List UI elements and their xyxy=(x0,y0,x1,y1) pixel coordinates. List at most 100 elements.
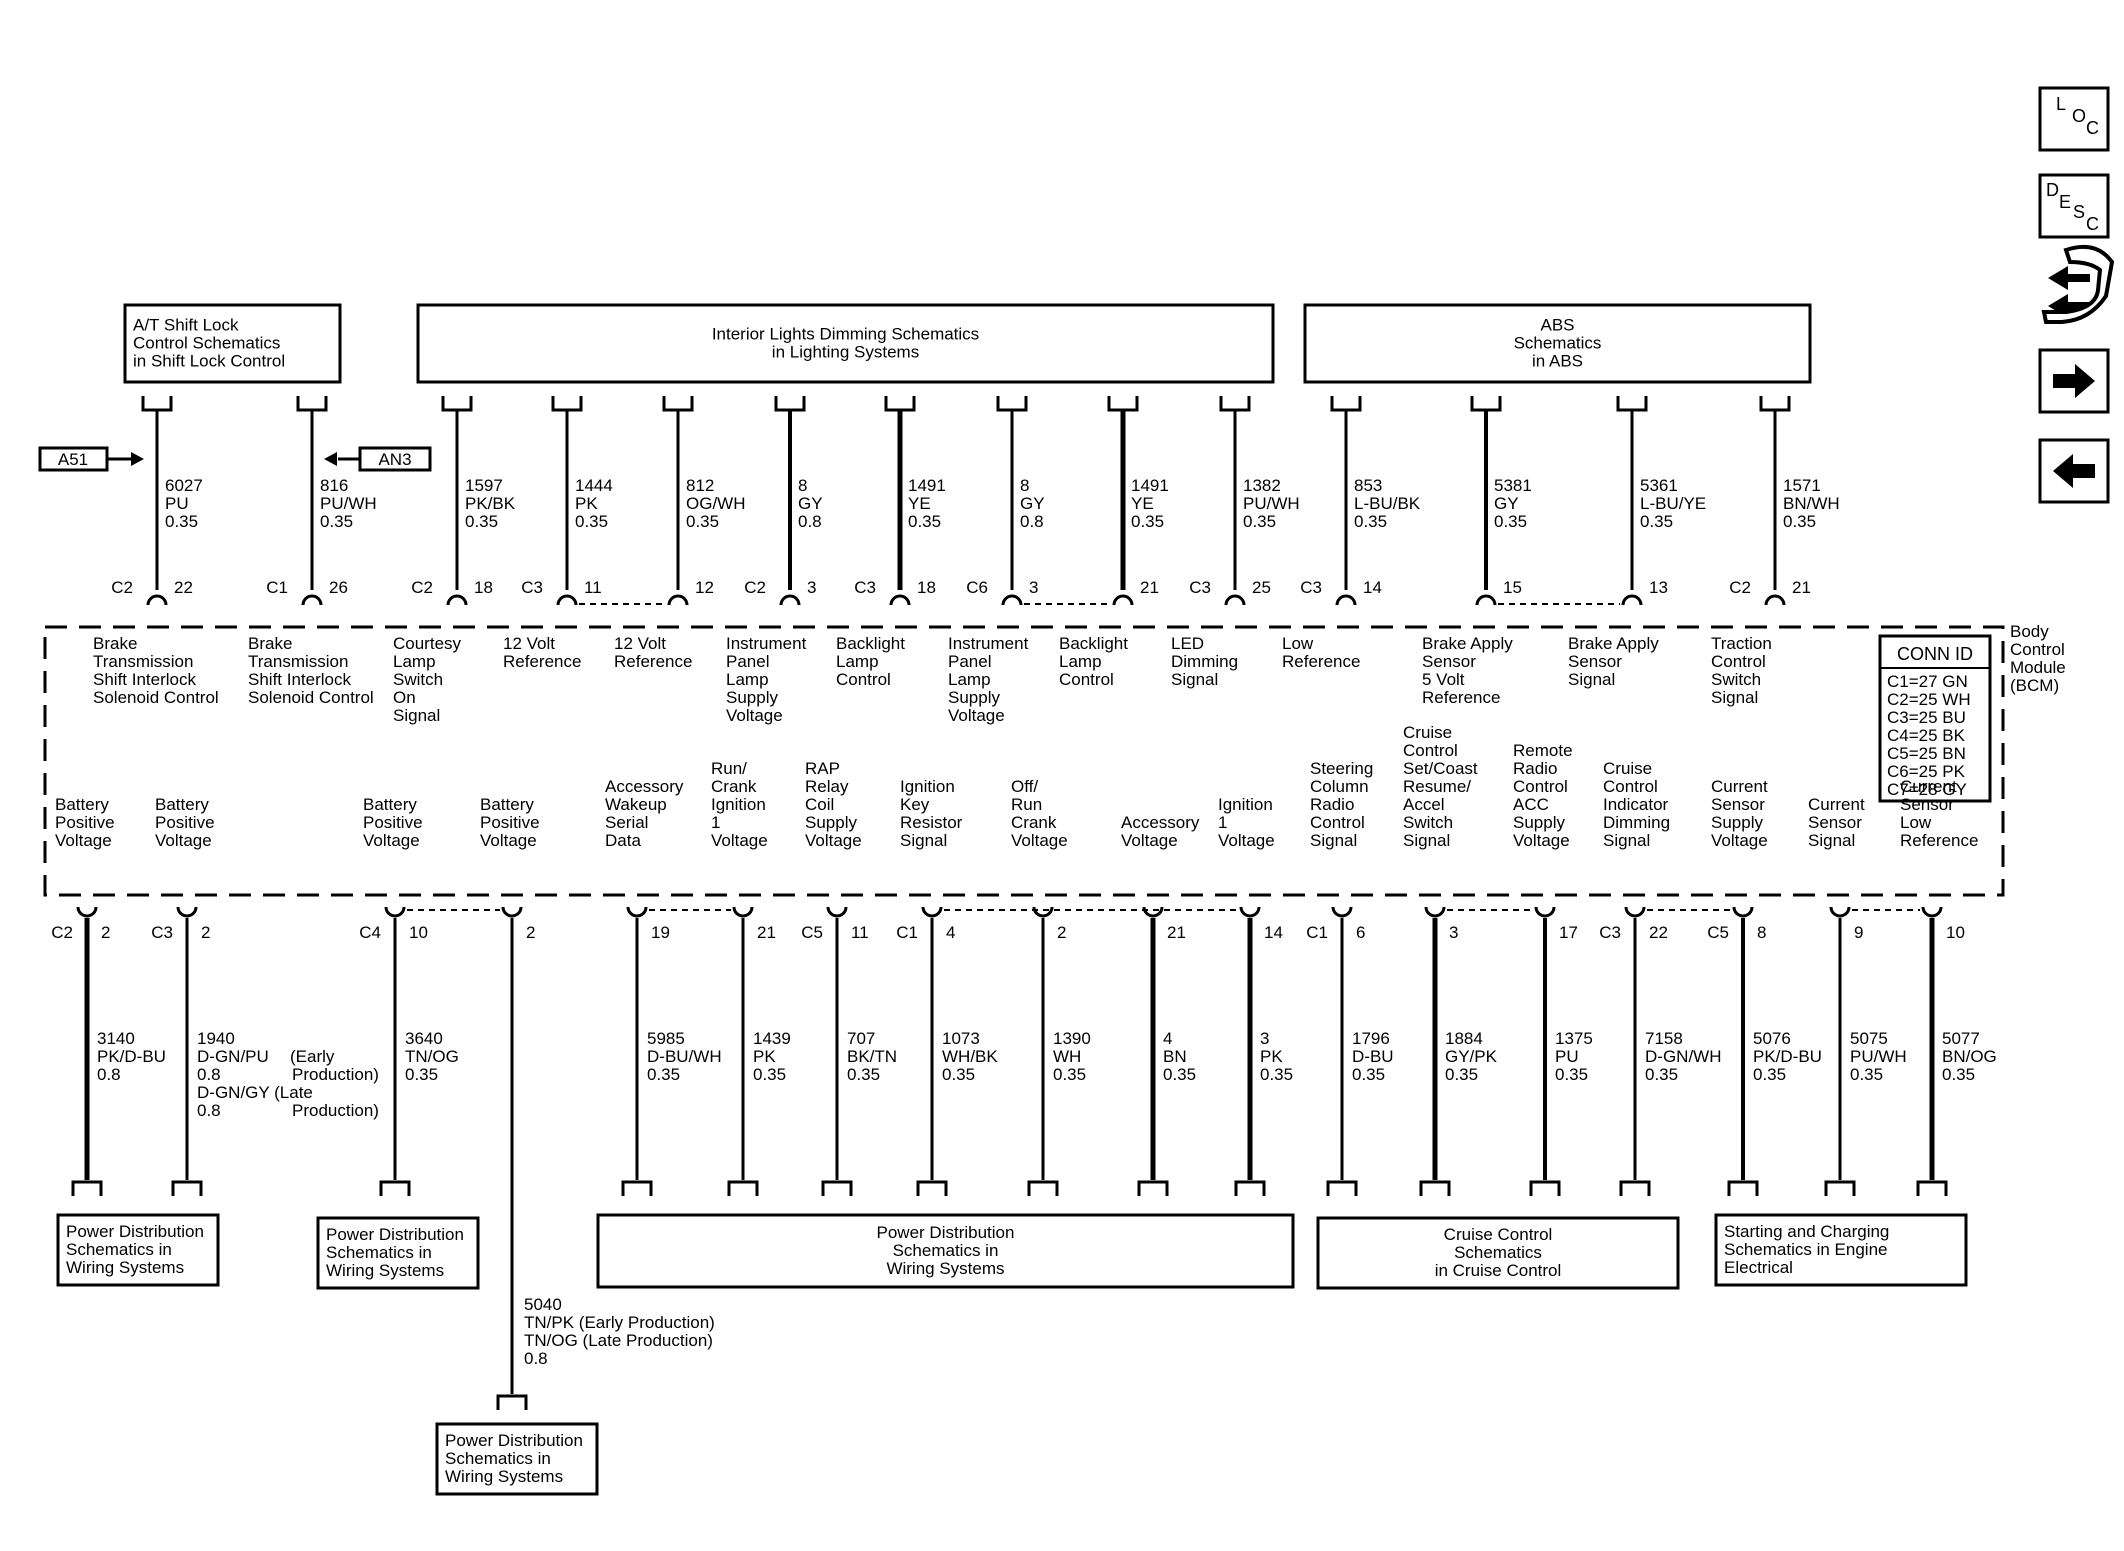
conn-id-row: C6=25 PK xyxy=(1887,762,1966,781)
wire-circuit-number: 1375 xyxy=(1555,1029,1593,1048)
wire-color: GY xyxy=(1020,494,1045,513)
top-function-line: LED xyxy=(1171,634,1204,653)
wire-circuit-number: 8 xyxy=(1020,476,1029,495)
bottom-connector-stub xyxy=(496,1394,528,1410)
wire-color: L-BU/YE xyxy=(1640,494,1706,513)
pin-number: 6 xyxy=(1356,923,1365,942)
bottom-destination-box-frame xyxy=(56,1213,220,1287)
bottom-function-line: Wakeup xyxy=(605,795,667,814)
bottom-destination-box-line: Starting and Charging xyxy=(1724,1222,1889,1241)
connector-id: C1 xyxy=(266,578,288,597)
bottom-destination-box-frame xyxy=(435,1422,599,1496)
wire-circuit-number: 8 xyxy=(798,476,807,495)
bottom-function-line: Key xyxy=(900,795,930,814)
top-function-line: Switch xyxy=(393,670,443,689)
wire-color: PK xyxy=(575,494,598,513)
bottom-function-line: Control xyxy=(1310,813,1365,832)
top-destination-box-line: A/T Shift Lock xyxy=(133,316,239,335)
wire-circuit-number: 1796 xyxy=(1352,1029,1390,1048)
bottom-function-line: 1 xyxy=(1218,813,1227,832)
connector-id: C3 xyxy=(854,578,876,597)
top-destination-box-line: Schematics xyxy=(1514,334,1602,353)
bottom-function-line: Ignition xyxy=(711,795,766,814)
wire-color: D-GN/WH xyxy=(1645,1047,1721,1066)
previous-page-button[interactable] xyxy=(2038,438,2110,504)
bottom-terminal-symbol xyxy=(1032,906,1054,918)
top-function-line: Control xyxy=(1711,652,1766,671)
connector-id: C2 xyxy=(411,578,433,597)
next-page-button[interactable] xyxy=(2038,348,2110,414)
conn-id-frame xyxy=(1878,634,1992,803)
bottom-terminal-symbol xyxy=(76,906,98,918)
connector-id: C1 xyxy=(1306,923,1328,942)
top-function-line: Reference xyxy=(614,652,692,671)
wire-color: TN/PK (Early Production) xyxy=(524,1313,715,1332)
wire-color: D-BU xyxy=(1352,1047,1394,1066)
top-function-line: Supply xyxy=(726,688,778,707)
bottom-terminal-symbol xyxy=(384,906,406,918)
offpage-a51[interactable]: A51 xyxy=(38,446,109,472)
pin-number: 21 xyxy=(1792,578,1811,597)
bottom-terminal-symbol xyxy=(176,906,198,918)
bottom-function-line: Remote xyxy=(1513,741,1573,760)
bottom-function-line: Set/Coast xyxy=(1403,759,1478,778)
wire-gauge: 0.35 xyxy=(647,1065,680,1084)
wire-gauge: 0.35 xyxy=(1260,1065,1293,1084)
top-function-line: Lamp xyxy=(726,670,769,689)
module-name-line: (BCM) xyxy=(2010,676,2059,695)
bottom-terminal-symbol xyxy=(501,906,523,918)
wire-gauge: 0.35 xyxy=(165,512,198,531)
bottom-connector-stub xyxy=(1137,1180,1169,1196)
top-function-line: Control xyxy=(836,670,891,689)
wire-gauge: 0.35 xyxy=(1053,1065,1086,1084)
wire-gauge: 0.8 xyxy=(197,1101,221,1120)
bottom-function-line: Relay xyxy=(805,777,849,796)
pin-number: 10 xyxy=(409,923,428,942)
pin-number: 15 xyxy=(1503,578,1522,597)
offpage-an3[interactable]: AN3 xyxy=(358,446,432,472)
wire-gauge: 0.35 xyxy=(908,512,941,531)
connector-id: C2 xyxy=(111,578,133,597)
pin-number: 13 xyxy=(1649,578,1668,597)
bottom-function-line: Positive xyxy=(363,813,423,832)
loc-button[interactable]: LOC xyxy=(2038,86,2110,152)
bottom-function-line: Accessory xyxy=(1121,813,1200,832)
bottom-function-line: Signal xyxy=(1403,831,1450,850)
bottom-function-line: Sensor xyxy=(1900,795,1954,814)
wire-gauge: 0.35 xyxy=(465,512,498,531)
wire-gauge: 0.8 xyxy=(1020,512,1044,531)
bottom-terminal-symbol xyxy=(1331,906,1353,918)
wire-circuit-number: 4 xyxy=(1163,1029,1172,1048)
top-function-line: Solenoid Control xyxy=(93,688,219,707)
top-function-line: Panel xyxy=(726,652,769,671)
top-function-line: Reference xyxy=(1422,688,1500,707)
bottom-function-line: Radio xyxy=(1310,795,1354,814)
bottom-function-line: Accel xyxy=(1403,795,1445,814)
offpage-label: AN3 xyxy=(378,450,411,469)
bottom-function-line: Battery xyxy=(480,795,534,814)
bottom-function-line: Battery xyxy=(55,795,109,814)
arrow-right-icon xyxy=(2053,364,2095,398)
nav-letter: C xyxy=(2086,118,2099,138)
bottom-function-line: Radio xyxy=(1513,759,1557,778)
connector-id: C3 xyxy=(1300,578,1322,597)
top-destination-box-frame xyxy=(1303,303,1812,384)
connector-tool-icon[interactable] xyxy=(2041,245,2115,324)
bottom-destination-box-line: Schematics in xyxy=(326,1243,432,1262)
wire-circuit-number: 812 xyxy=(686,476,714,495)
top-function-line: Transmission xyxy=(248,652,348,671)
bottom-function-line: Supply xyxy=(805,813,857,832)
top-terminal-symbol xyxy=(667,594,689,606)
nav-letter: S xyxy=(2073,202,2085,222)
top-terminal-symbol xyxy=(446,594,468,606)
